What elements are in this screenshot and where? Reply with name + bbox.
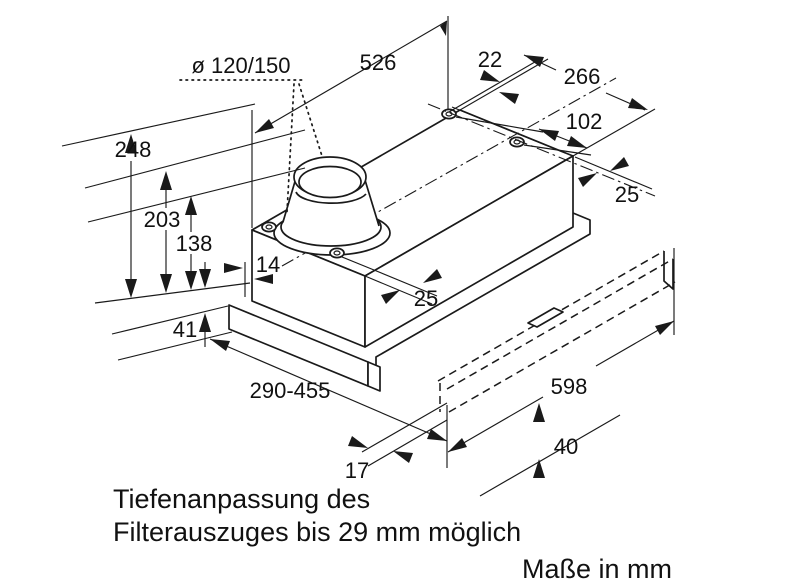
footnote-line2: Filterauszuges bis 29 mm möglich bbox=[113, 517, 521, 547]
arrow-25m-a bbox=[381, 290, 400, 304]
label-266: 266 bbox=[564, 64, 601, 89]
footnote-line1: Tiefenanpassung des bbox=[113, 484, 370, 514]
label-203: 203 bbox=[144, 207, 181, 232]
arrow-598-left bbox=[448, 438, 467, 452]
panel-bottom-edge bbox=[448, 281, 676, 413]
label-25-middle: 25 bbox=[414, 286, 438, 311]
cone-seam bbox=[295, 191, 367, 204]
panel-top-front-edge bbox=[446, 258, 674, 390]
arrow-25r-a bbox=[578, 173, 597, 187]
arrow-526-right bbox=[440, 21, 447, 36]
cone-top-inner bbox=[298, 165, 362, 199]
ref-line-17b bbox=[367, 419, 448, 467]
screw-hole-inner bbox=[333, 250, 341, 256]
hood-body bbox=[228, 106, 591, 392]
arrow-17-b bbox=[393, 451, 413, 463]
arrow-290-right bbox=[427, 429, 447, 441]
hole-axis-centerline bbox=[427, 103, 656, 197]
duct-cone bbox=[261, 156, 391, 259]
screw-hole bbox=[329, 247, 345, 259]
label-41: 41 bbox=[173, 317, 197, 342]
cone-side-right bbox=[364, 179, 380, 227]
arrow-14-left bbox=[224, 263, 243, 273]
panel-right-end bbox=[663, 251, 674, 290]
ref-line-40 bbox=[479, 414, 621, 497]
duct-centerline bbox=[281, 77, 617, 267]
ext-front-edge bbox=[364, 275, 433, 305]
label-40: 40 bbox=[554, 434, 578, 459]
arrow-22-b bbox=[499, 92, 519, 104]
dim-line-290-455 bbox=[209, 338, 448, 442]
ref-line-17a bbox=[361, 402, 448, 453]
arrow-203-down bbox=[160, 274, 172, 293]
label-duct-diameter: ø 120/150 bbox=[191, 53, 290, 78]
arrow-266-right bbox=[628, 98, 648, 110]
label-290-455: 290-455 bbox=[250, 378, 331, 403]
arrow-102-right bbox=[567, 136, 587, 148]
arrow-290-left bbox=[210, 339, 230, 351]
visor-panel bbox=[437, 250, 676, 413]
arrow-266-left bbox=[524, 55, 544, 67]
ref-line-box-bottom bbox=[94, 282, 251, 304]
arrow-41-bottom bbox=[199, 313, 211, 332]
mounting-holes-right bbox=[441, 108, 525, 148]
label-526: 526 bbox=[360, 50, 397, 75]
screw-hole bbox=[441, 108, 457, 120]
ref-line-rail-top bbox=[111, 305, 229, 335]
arrow-248-up bbox=[125, 134, 137, 153]
screw-hole-inner bbox=[265, 224, 273, 230]
arrow-598-right bbox=[655, 321, 674, 335]
units-note: Maße in mm bbox=[522, 554, 672, 584]
arrowheads bbox=[125, 21, 674, 478]
duct-leader-right bbox=[298, 83, 323, 157]
label-14: 14 bbox=[256, 252, 280, 277]
arrow-203-up bbox=[160, 171, 172, 190]
ext-back-edge bbox=[459, 58, 549, 111]
side-notch bbox=[375, 212, 591, 372]
box-right-face bbox=[364, 155, 574, 348]
screw-hole bbox=[261, 221, 277, 233]
ext-tick bbox=[455, 116, 544, 133]
label-138: 138 bbox=[176, 231, 213, 256]
arrow-25r-b bbox=[610, 157, 629, 171]
dimension-labels: ø 120/150 526 22 266 102 25 248 203 138 … bbox=[115, 47, 640, 483]
arrow-526-left bbox=[255, 119, 274, 133]
label-17: 17 bbox=[345, 458, 369, 483]
panel-handle bbox=[527, 307, 564, 328]
notes: Tiefenanpassung des Filterauszuges bis 2… bbox=[113, 484, 672, 584]
screw-hole bbox=[509, 136, 525, 148]
ref-line-rail-bottom bbox=[117, 331, 233, 361]
label-102: 102 bbox=[566, 109, 603, 134]
ext-hole-line bbox=[448, 58, 541, 113]
arrow-40-bottom bbox=[533, 459, 545, 478]
ref-line-203-top bbox=[84, 129, 306, 189]
dim-line-526 bbox=[254, 20, 448, 134]
arrow-248-down bbox=[125, 279, 137, 298]
arrow-22-a bbox=[480, 70, 500, 82]
arrow-25m-b bbox=[423, 269, 442, 283]
ref-line-248-top bbox=[61, 103, 256, 147]
arrow-102-left bbox=[539, 129, 559, 141]
back-rim-line bbox=[451, 106, 566, 154]
ext-front-rim bbox=[373, 269, 438, 297]
cone-side-left bbox=[282, 177, 297, 223]
arrow-40-top bbox=[533, 403, 545, 422]
arrow-138-down bbox=[185, 271, 197, 290]
filter-rail-step bbox=[367, 361, 381, 392]
ext-tick bbox=[523, 144, 592, 156]
arrow-41-top bbox=[199, 269, 211, 288]
label-22: 22 bbox=[478, 47, 502, 72]
label-248: 248 bbox=[115, 137, 152, 162]
label-25-right: 25 bbox=[615, 182, 639, 207]
label-598: 598 bbox=[551, 374, 588, 399]
ref-line-138-top bbox=[87, 167, 306, 223]
arrow-14-right bbox=[254, 274, 273, 284]
arrow-138-up bbox=[185, 196, 197, 215]
arrow-17-a bbox=[348, 436, 368, 448]
ext-back-edge-v bbox=[574, 156, 653, 190]
